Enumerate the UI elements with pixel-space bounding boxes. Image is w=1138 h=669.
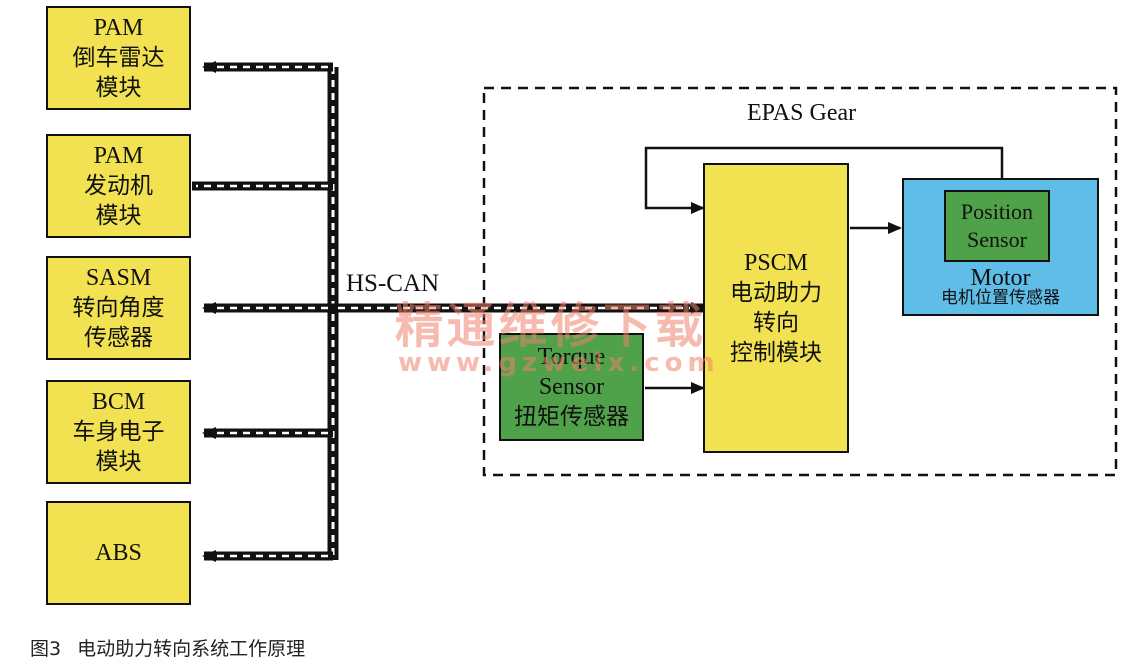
module-pam-radar-line-2: 倒车雷达 bbox=[72, 45, 165, 71]
module-bcm-line-2: 车身电子 bbox=[72, 419, 165, 445]
module-pam-radar: PAM 倒车雷达 模块 bbox=[46, 6, 191, 110]
pscm-line-3: 转向 bbox=[753, 310, 799, 336]
position-sensor-line-1: Position bbox=[960, 199, 1034, 224]
module-abs-line-1: ABS bbox=[95, 540, 142, 566]
module-pam-engine-line-1: PAM bbox=[93, 143, 144, 169]
module-bcm-line-3: 模块 bbox=[95, 449, 142, 475]
motor-feedback-line bbox=[644, 146, 1004, 214]
epas-gear-label: EPAS Gear bbox=[747, 100, 857, 126]
figure-number: 图3 bbox=[30, 638, 62, 660]
module-sasm: SASM 转向角度 传感器 bbox=[46, 256, 191, 360]
module-bcm-line-1: BCM bbox=[91, 389, 146, 415]
module-pam-radar-line-1: PAM bbox=[93, 15, 144, 41]
module-sasm-line-2: 转向角度 bbox=[72, 295, 165, 321]
position-sensor-line-2: Sensor bbox=[967, 227, 1027, 252]
torque-sensor: Torque Sensor 扭矩传感器 bbox=[499, 333, 644, 441]
motor-subtitle: 电机位置传感器 bbox=[941, 288, 1060, 308]
module-abs: ABS bbox=[46, 501, 191, 605]
pscm-line-2: 电动助力 bbox=[730, 280, 822, 306]
position-sensor: Position Sensor bbox=[944, 190, 1050, 262]
watermark-cn: 精通维修下载 bbox=[395, 298, 708, 354]
epas-gear-frame bbox=[482, 86, 1118, 477]
module-sasm-line-1: SASM bbox=[85, 265, 152, 291]
figure-title: 电动助力转向系统工作原理 bbox=[77, 638, 306, 660]
watermark-url: www.gzweix.com bbox=[398, 348, 720, 378]
module-pam-engine-line-2: 发动机 bbox=[84, 173, 153, 199]
hs-can-label: HS-CAN bbox=[346, 270, 440, 297]
module-pam-radar-line-3: 模块 bbox=[95, 75, 142, 101]
module-bcm: BCM 车身电子 模块 bbox=[46, 380, 191, 484]
module-sasm-line-3: 传感器 bbox=[84, 325, 153, 351]
module-pam-engine: PAM 发动机 模块 bbox=[46, 134, 191, 238]
pscm-line-4: 控制模块 bbox=[730, 340, 822, 366]
torque-sensor-line-1: Torque bbox=[537, 344, 606, 370]
torque-sensor-line-2: Sensor bbox=[538, 374, 605, 400]
torque-sensor-line-3: 扭矩传感器 bbox=[514, 404, 629, 430]
pscm-module: PSCM 电动助力 转向 控制模块 bbox=[703, 163, 849, 453]
module-pam-engine-line-3: 模块 bbox=[95, 203, 142, 229]
motor-title: Motor bbox=[970, 265, 1031, 291]
pscm-line-1: PSCM bbox=[743, 250, 809, 276]
figure-caption: 图3 电动助力转向系统工作原理 bbox=[30, 634, 321, 661]
